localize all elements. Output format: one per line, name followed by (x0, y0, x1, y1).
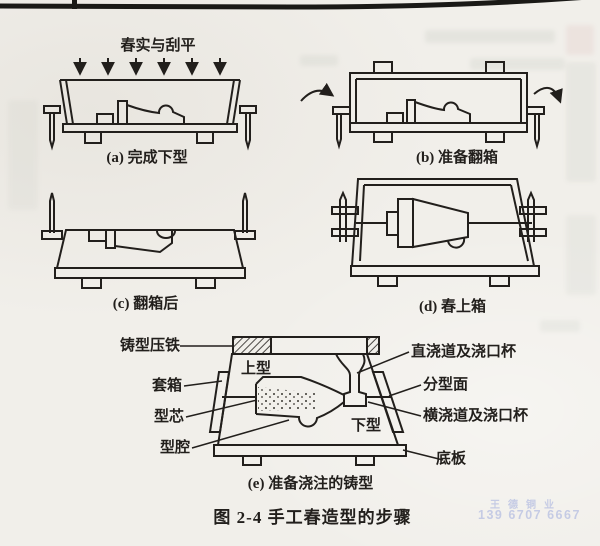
label-base-board: 底板 (436, 451, 467, 467)
diagram-b-roll-over (300, 61, 563, 150)
label-core: 型芯 (153, 409, 184, 425)
label-mold-cavity: 型腔 (159, 440, 190, 456)
label-runner-gate: 横浇道及浇口杯 (423, 408, 529, 424)
caption-step-d: (d) 春上箱 (418, 299, 487, 315)
watermark-company-name: 王德铜业 (490, 500, 562, 511)
label-sprue-cup: 直浇道及浇口杯 (411, 344, 517, 360)
label-cope: 上型 (241, 361, 272, 377)
label-drag: 下型 (351, 418, 382, 434)
caption-step-a: (a) 完成下型 (106, 150, 188, 166)
diagram-a-lower-mold (43, 58, 257, 151)
label-parting-surface: 分型面 (423, 377, 469, 393)
figure-caption: 图 2-4 手工春造型的步骤 (213, 508, 412, 527)
ram-and-scrape-annotation: 春实与刮平 (120, 38, 196, 54)
diagram-c-after-roll (41, 192, 256, 289)
page-edge-line (0, 0, 582, 10)
label-jacket-box: 套箱 (151, 378, 182, 394)
caption-step-e: (e) 准备浇注的铸型 (247, 476, 374, 492)
caption-step-b: (b) 准备翻箱 (415, 150, 499, 166)
watermark-phone-number: 139 6707 6667 (478, 508, 581, 522)
label-mold-weight: 铸型压铁 (119, 338, 180, 354)
diagram-e-ready-mold (180, 336, 444, 466)
diagram-d-ram-cope (331, 178, 547, 287)
leader-lines (180, 345, 444, 461)
caption-step-c: (c) 翻箱后 (112, 296, 179, 312)
